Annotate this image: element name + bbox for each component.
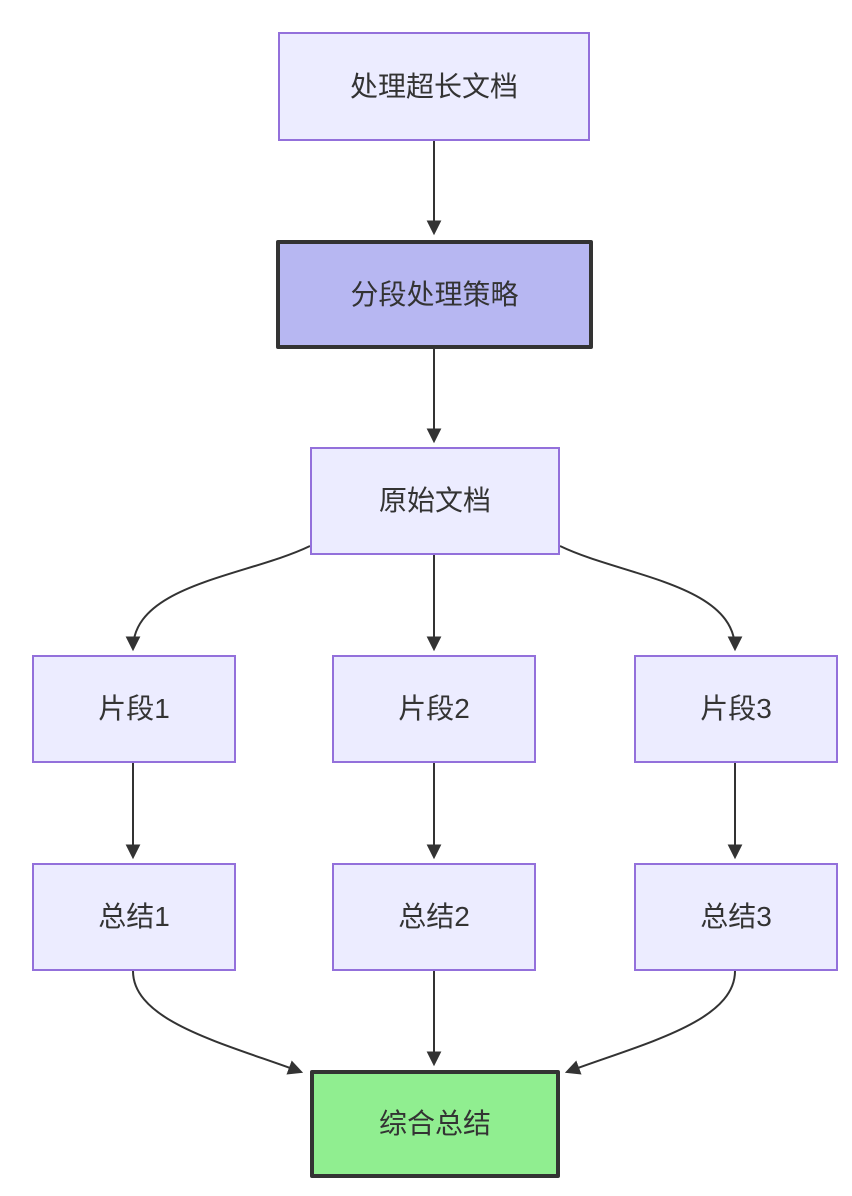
node-label: 总结1 [98, 901, 170, 933]
node-label: 综合总结 [378, 1108, 491, 1140]
edge-sum3-to-final [564, 970, 736, 1075]
node-segmentation-strategy: 分段处理策略 [276, 240, 593, 349]
node-label: 片段2 [398, 693, 470, 725]
node-original-document: 原始文档 [310, 447, 560, 555]
node-summary-3: 总结3 [634, 863, 838, 971]
node-summary-2: 总结2 [332, 863, 536, 971]
edge-doc-to-seg1 [125, 545, 311, 652]
node-label: 处理超长文档 [349, 70, 518, 102]
node-label: 分段处理策略 [350, 278, 519, 310]
node-process-long-document: 处理超长文档 [278, 32, 590, 141]
node-segment-1: 片段1 [32, 655, 236, 763]
node-segment-3: 片段3 [634, 655, 838, 763]
node-segment-2: 片段2 [332, 655, 536, 763]
node-label: 原始文档 [378, 485, 491, 517]
node-label: 片段1 [98, 693, 170, 725]
node-label: 总结3 [700, 901, 772, 933]
edge-sum1-to-final [132, 970, 304, 1075]
node-combined-summary: 综合总结 [310, 1070, 560, 1178]
node-label: 片段3 [700, 693, 772, 725]
node-label: 总结2 [398, 901, 470, 933]
edge-doc-to-seg3 [559, 545, 743, 652]
node-summary-1: 总结1 [32, 863, 236, 971]
